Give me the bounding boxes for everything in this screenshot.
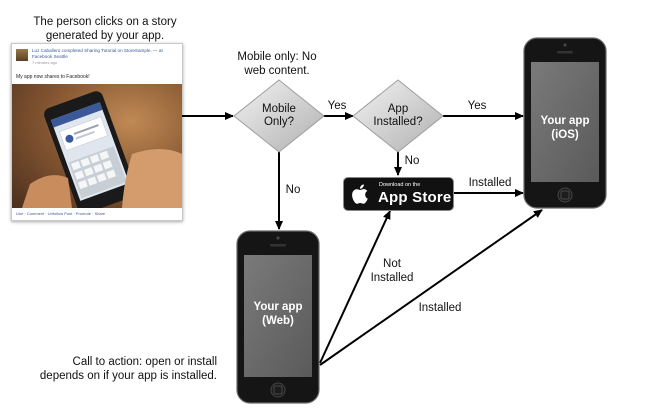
- cta-caption-line1: Call to action: open or install: [72, 356, 217, 368]
- mobile-only-decision-label: Mobile Only?: [244, 103, 314, 129]
- app-installed-diamond: [352, 79, 444, 153]
- hand-holding-phone-illustration: [22, 91, 182, 214]
- avatar: [16, 49, 28, 61]
- edge-label-not-installed: Not Installed: [362, 257, 422, 285]
- edge-label-no-installed: No: [404, 155, 420, 167]
- mobile-only-caption: Mobile only: No web content.: [222, 50, 332, 78]
- web-app-label-line1: Your app: [253, 301, 303, 313]
- ios-app-label: Your app (iOS): [531, 114, 599, 142]
- facebook-story-card[interactable]: Luz Caballero completed Sharing Tutorial…: [11, 43, 183, 221]
- ios-app-label-line1: Your app: [540, 115, 590, 127]
- edge-label-yes-installed: Yes: [467, 100, 487, 112]
- edge-label-installed-web: Installed: [418, 302, 462, 314]
- mobile-only-diamond: [233, 79, 325, 153]
- app-installed-decision-label: App Installed?: [358, 103, 438, 129]
- app-installed-label-line2: Installed?: [373, 116, 423, 128]
- web-app-label: Your app (Web): [244, 300, 312, 328]
- arrow-web-to-ios: [319, 209, 543, 366]
- story-name-line: Luz Caballero completed Sharing Tutorial…: [32, 48, 163, 53]
- edge-label-no-mobile: No: [285, 184, 301, 196]
- ios-phone: [523, 37, 607, 209]
- app-installed-label-line1: App: [387, 103, 409, 115]
- story-time: 7 minutes ago: [32, 60, 58, 65]
- cta-caption: Call to action: open or install depends …: [12, 355, 217, 383]
- story-photo: [12, 84, 182, 214]
- arrow-web-to-appstore: [319, 210, 391, 364]
- cta-caption-line2: depends on if your app is installed.: [39, 370, 217, 382]
- mobile-only-caption-line2: web content.: [244, 65, 310, 77]
- story-header: Luz Caballero completed Sharing Tutorial…: [16, 48, 178, 68]
- story-caption-line2: generated by your app.: [45, 30, 165, 42]
- app-store-badge[interactable]: Download on the App Store: [343, 177, 454, 211]
- not-installed-line1: Not: [383, 258, 401, 270]
- story-caption: The person clicks on a story generated b…: [20, 15, 190, 43]
- edge-label-installed-store: Installed: [468, 177, 512, 189]
- web-phone: [236, 230, 320, 404]
- web-app-label-line2: (Web): [262, 315, 294, 327]
- ios-app-label-line2: (iOS): [551, 129, 579, 141]
- app-store-big-text: App Store: [378, 189, 452, 206]
- story-message: My app now shares to Facebook!: [16, 74, 90, 80]
- app-store-small-text: Download on the: [379, 182, 421, 188]
- mobile-only-label-line1: Mobile: [262, 103, 296, 115]
- story-place-line: Facebook Seattle: [32, 54, 68, 59]
- mobile-only-caption-line1: Mobile only: No: [237, 51, 317, 63]
- story-actions[interactable]: Like · Comment · Unfollow Post · Promote…: [16, 211, 106, 216]
- story-caption-line1: The person clicks on a story: [33, 16, 177, 28]
- not-installed-line2: Installed: [370, 272, 414, 284]
- apple-icon: [352, 184, 368, 204]
- edge-label-yes-mobile: Yes: [327, 100, 347, 112]
- mobile-only-label-line2: Only?: [263, 116, 295, 128]
